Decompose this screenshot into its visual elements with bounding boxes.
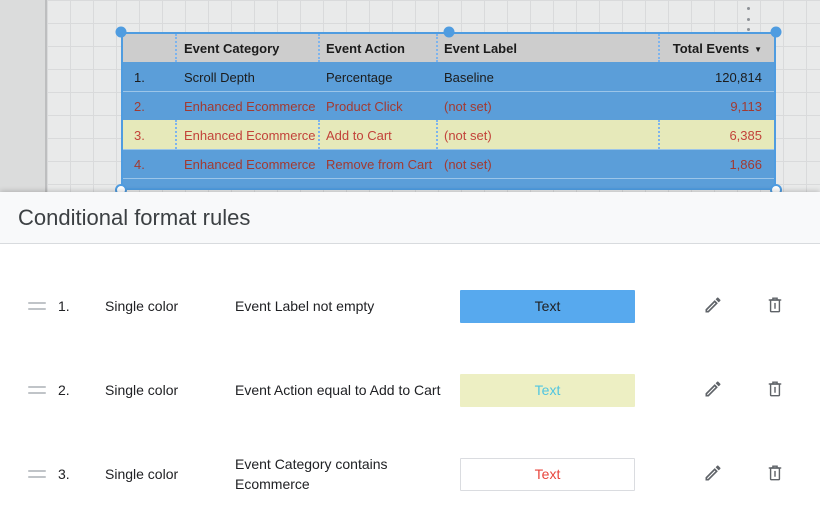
- cell-action: Quickview Click: [318, 186, 436, 189]
- rules-list: 1. Single color Event Label not empty Te…: [0, 244, 820, 516]
- cell-action: Percentage: [326, 69, 393, 85]
- header-event-label: Event Label: [444, 40, 517, 56]
- cell-index: 3.: [134, 127, 145, 143]
- rule-type: Single color: [105, 466, 179, 482]
- table-chart-body[interactable]: Event Category Event Action Event Label …: [121, 32, 776, 190]
- cell-label: Baseline: [444, 69, 494, 85]
- report-canvas: Event Category Event Action Event Label …: [0, 0, 820, 196]
- cell-action: Product Click: [326, 98, 403, 114]
- trash-icon: [765, 463, 785, 486]
- cell-total: 120,814: [715, 69, 762, 85]
- rule-condition: Event Action equal to Add to Cart: [235, 382, 441, 398]
- panel-header: Conditional format rules: [0, 192, 820, 244]
- cell-total: 1,866: [729, 156, 762, 172]
- table-row: 5. Enhanced Ecommerce Quickview Click An…: [123, 178, 774, 189]
- header-event-category: Event Category: [184, 40, 280, 56]
- cell-index: 1.: [134, 69, 145, 85]
- edit-rule-button[interactable]: [695, 372, 731, 408]
- column-separator[interactable]: [436, 34, 438, 62]
- pencil-icon: [703, 295, 723, 318]
- cell-category: Enhanced Ecommerce: [184, 127, 316, 143]
- edit-rule-button[interactable]: [695, 456, 731, 492]
- panel-title: Conditional format rules: [18, 204, 251, 230]
- resize-handle-top-right[interactable]: [770, 26, 782, 38]
- cell-index: 5.: [123, 186, 175, 189]
- edit-rule-button[interactable]: [695, 288, 731, 324]
- table-row: 3. Enhanced Ecommerce Add to Cart (not s…: [123, 120, 774, 149]
- trash-icon: [765, 295, 785, 318]
- column-separator[interactable]: [175, 34, 177, 62]
- pencil-icon: [703, 379, 723, 402]
- cell-total: 6,385: [729, 127, 762, 143]
- table-header-row: Event Category Event Action Event Label …: [123, 34, 774, 62]
- rule-condition: Event Label not empty: [235, 298, 375, 314]
- column-separator[interactable]: [658, 34, 660, 62]
- delete-rule-button[interactable]: [757, 372, 793, 408]
- cell-label: Android Tone Hoodie Black: [436, 186, 658, 189]
- cell-index: 2.: [134, 98, 145, 114]
- column-separator[interactable]: [318, 34, 320, 62]
- cell-category: Scroll Depth: [184, 69, 255, 85]
- drag-handle-icon[interactable]: [28, 298, 46, 314]
- cell-label: (not set): [444, 156, 492, 172]
- header-total-events[interactable]: Total Events▼: [672, 40, 762, 56]
- sort-desc-icon: ▼: [754, 44, 762, 54]
- cell-total: 9,113: [730, 98, 762, 114]
- column-separator: [436, 120, 438, 149]
- rule-type: Single color: [105, 298, 179, 314]
- cell-category: Enhanced Ecommerce: [175, 186, 318, 189]
- cell-category: Enhanced Ecommerce: [184, 98, 316, 114]
- drag-handle-icon[interactable]: [28, 382, 46, 398]
- table-chart[interactable]: Event Category Event Action Event Label …: [115, 26, 782, 196]
- format-preview-swatch: Text: [460, 457, 635, 491]
- table-row: 1. Scroll Depth Percentage Baseline 120,…: [123, 62, 774, 91]
- trash-icon: [765, 379, 785, 402]
- table-row: 2. Enhanced Ecommerce Product Click (not…: [123, 91, 774, 120]
- rule-index: 1.: [58, 298, 70, 314]
- cell-action: Add to Cart: [326, 127, 392, 143]
- rule-type: Single color: [105, 382, 179, 398]
- rule-index: 3.: [58, 466, 70, 482]
- more-options-icon[interactable]: [742, 7, 754, 31]
- delete-rule-button[interactable]: [757, 456, 793, 492]
- column-separator: [658, 120, 660, 149]
- cell-category: Enhanced Ecommerce: [184, 156, 316, 172]
- format-preview-swatch: Text: [460, 373, 635, 407]
- cell-label: (not set): [444, 127, 492, 143]
- column-separator: [318, 120, 320, 149]
- delete-rule-button[interactable]: [757, 288, 793, 324]
- rule-row: 2. Single color Event Action equal to Ad…: [0, 348, 820, 432]
- header-event-action: Event Action: [326, 40, 405, 56]
- pencil-icon: [703, 463, 723, 486]
- resize-handle-top-center[interactable]: [443, 26, 454, 38]
- rule-condition: Event Category contains Ecommerce: [235, 456, 388, 492]
- cell-label: (not set): [444, 98, 492, 114]
- rule-row: 3. Single color Event Category contains …: [0, 432, 820, 516]
- cell-total: 1,320: [658, 186, 774, 189]
- canvas-left-margin: [0, 0, 47, 192]
- table-row: 4. Enhanced Ecommerce Remove from Cart (…: [123, 149, 774, 178]
- rule-row: 1. Single color Event Label not empty Te…: [0, 264, 820, 348]
- format-preview-swatch: Text: [460, 289, 635, 323]
- cell-index: 4.: [134, 156, 145, 172]
- drag-handle-icon[interactable]: [28, 466, 46, 482]
- resize-handle-top-left[interactable]: [115, 26, 127, 38]
- cell-action: Remove from Cart: [326, 156, 433, 172]
- conditional-format-panel: Conditional format rules 1. Single color…: [0, 192, 820, 524]
- column-separator: [175, 120, 177, 149]
- rule-index: 2.: [58, 382, 70, 398]
